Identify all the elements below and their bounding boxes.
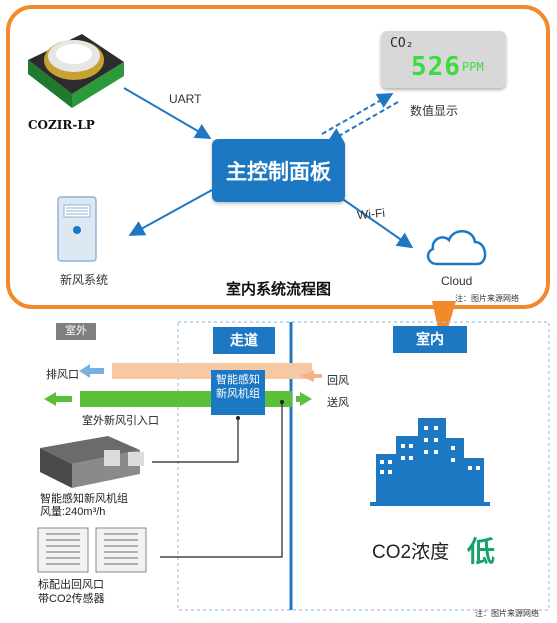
image-source-note-bottom: 注：图片来源网络 xyxy=(475,609,539,618)
fresh-air-label: 新风系统 xyxy=(60,273,109,287)
smart-fresh-air-unit: 智能感知 新风机组 xyxy=(211,370,265,415)
wifi-arrow xyxy=(333,192,414,249)
ppm-display xyxy=(381,31,506,88)
uart-label: UART xyxy=(169,92,202,106)
unit-label-line2: 新风机组 xyxy=(216,388,260,400)
device-connector xyxy=(152,418,239,463)
return-arrow xyxy=(300,370,322,382)
unit-label-line1: 智能感知 xyxy=(216,374,260,386)
co2-sensor-icon xyxy=(28,34,124,108)
display-label: 数值显示 xyxy=(410,104,459,118)
grille-icons xyxy=(37,527,147,573)
display-arrow-b xyxy=(326,101,399,143)
co2-level-label: CO2浓度 xyxy=(372,542,450,563)
grille-connector xyxy=(160,402,283,558)
fresh-air-machine-icon xyxy=(40,436,144,488)
top-arrows xyxy=(123,87,414,249)
supply-intake-arrow xyxy=(44,392,72,406)
outdoor-label: 室外 xyxy=(56,323,96,340)
fresh-air-arrow xyxy=(128,189,213,236)
corridor-header: 走道 xyxy=(213,327,275,354)
exhaust-label: 排风口 xyxy=(46,369,79,381)
device-label-line1: 智能感知新风机组 xyxy=(40,493,128,505)
sensor-label: COZIR-LP xyxy=(28,118,95,132)
image-source-note: 注：图片来源网络 xyxy=(455,294,519,303)
cloud-icon xyxy=(426,230,487,266)
display-ppm-unit: PPM xyxy=(462,60,484,74)
exhaust-duct xyxy=(112,363,292,379)
display-ppm-value: 526 xyxy=(411,52,461,82)
diagram-caption: 室内系统流程图 xyxy=(225,281,331,298)
uart-arrow xyxy=(123,87,212,140)
bottom-graphics xyxy=(37,301,550,611)
wifi-label: Wi-Fi xyxy=(356,205,386,223)
main-control-panel: 主控制面板 xyxy=(212,139,345,202)
supply-air-label: 送风 xyxy=(327,397,349,409)
supply-out-arrow xyxy=(296,392,312,406)
fresh-inlet-label: 室外新风引入口 xyxy=(82,415,159,427)
co2-level-value: 低 xyxy=(467,536,496,567)
exhaust-arrow xyxy=(79,364,104,378)
grille-label-line2: 带CO2传感器 xyxy=(38,593,105,605)
callout-pointer xyxy=(432,301,456,328)
return-air-label: 回风 xyxy=(327,375,349,387)
indoor-header: 室内 xyxy=(393,326,467,353)
building-icon xyxy=(370,418,490,506)
display-arrow-a xyxy=(321,93,394,135)
device-label-line2: 风量:240m³/h xyxy=(40,506,106,518)
fresh-air-unit-icon xyxy=(57,196,97,262)
grille-label-line1: 标配出回风口 xyxy=(38,579,104,591)
display-co2-text: CO₂ xyxy=(390,36,414,51)
cloud-label: Cloud xyxy=(441,274,473,288)
